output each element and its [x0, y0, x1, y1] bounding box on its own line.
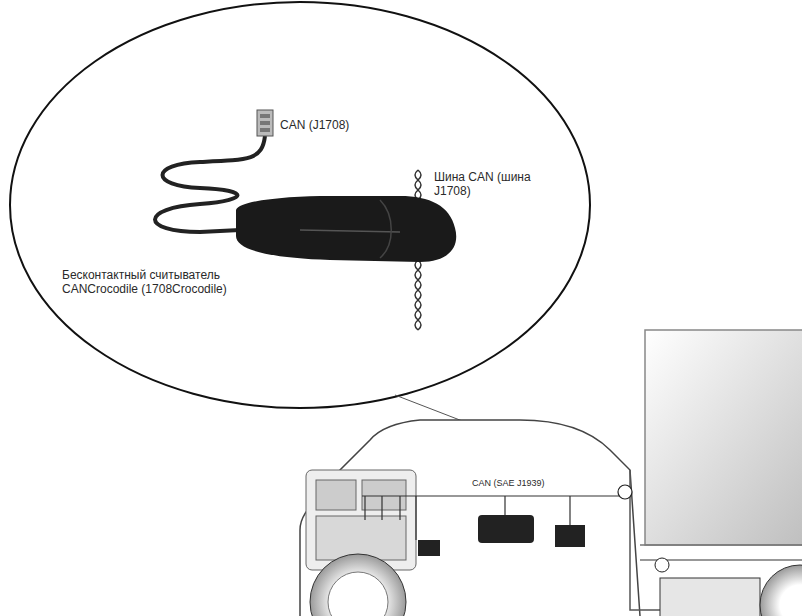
reader-location — [655, 558, 669, 572]
bus-label: Шина CAN (шина J1708) — [432, 170, 566, 198]
wheel — [760, 565, 802, 616]
connector-label: CAN (J1708) — [278, 118, 351, 132]
wheel — [310, 554, 406, 616]
device-label: Бесконтактный считыватель CANCrocodile (… — [60, 268, 294, 296]
trailer — [645, 330, 802, 545]
tachograph-box — [660, 578, 760, 616]
reader-location — [618, 485, 632, 499]
wheel-hub — [328, 572, 388, 616]
control-unit — [478, 515, 534, 543]
magnifier-circle — [10, 2, 590, 408]
control-unit — [418, 540, 440, 556]
control-unit — [555, 525, 585, 547]
crocodile-reader — [236, 196, 456, 262]
connector-plug — [257, 110, 273, 136]
bus-label: CAN (SAE J1939) — [470, 478, 547, 489]
